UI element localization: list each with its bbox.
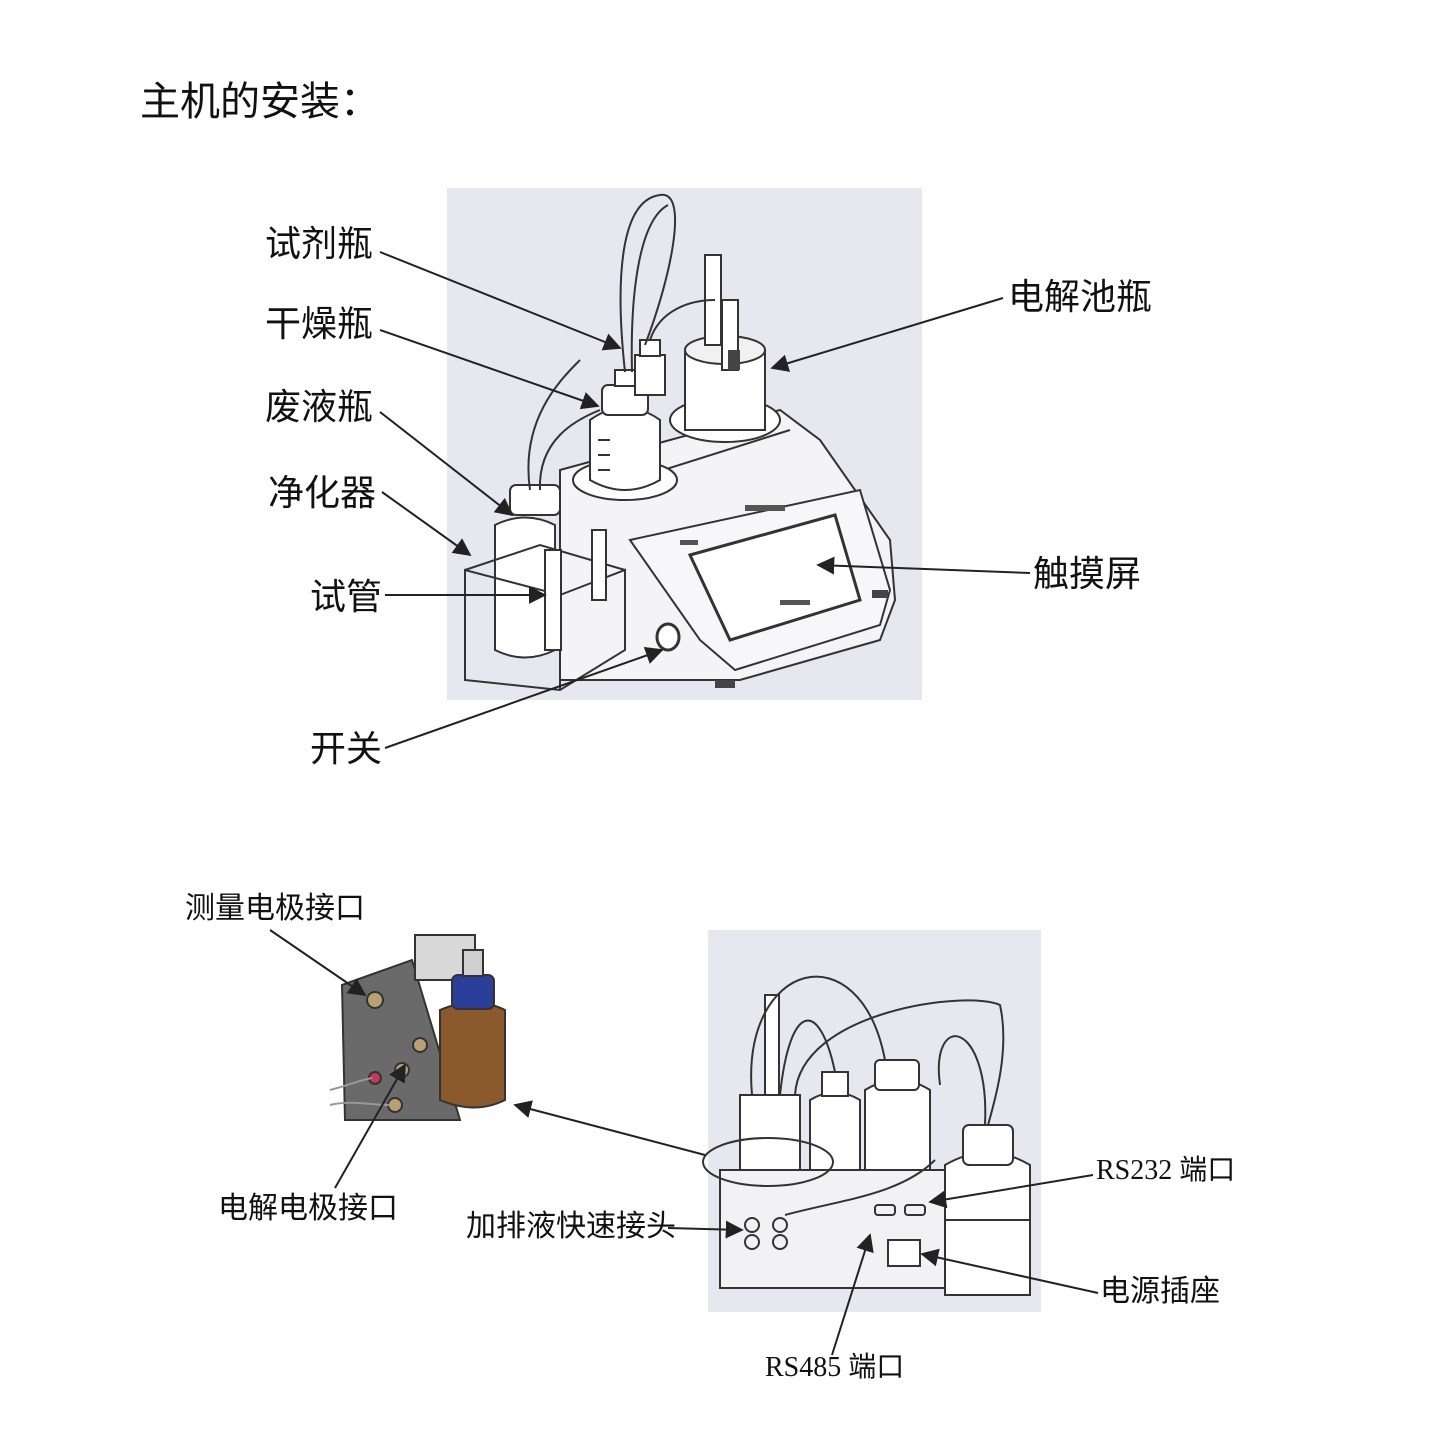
arrow-rs232 xyxy=(928,1174,1094,1209)
electrode-closeup xyxy=(329,934,506,1121)
arrow-waste xyxy=(379,411,514,517)
arrow-rs485 xyxy=(831,1233,874,1356)
label-waste-bottle: 废液瓶 xyxy=(265,387,374,428)
label-rs485: RS485 端口 xyxy=(765,1352,905,1383)
blue-cap xyxy=(451,974,495,1010)
label-reagent-bottle: 试剂瓶 xyxy=(265,224,374,265)
arrow-electrolysis-electrode xyxy=(334,1063,406,1189)
label-purifier: 净化器 xyxy=(268,473,377,514)
power-socket-shape xyxy=(887,1239,921,1267)
power-switch-shape xyxy=(655,622,681,652)
test-tube-shape xyxy=(544,549,562,651)
label-cell-bottle: 电解池瓶 xyxy=(1008,277,1153,318)
touch-screen-shape xyxy=(687,513,862,642)
label-drying-bottle: 干燥瓶 xyxy=(265,304,374,345)
tubing xyxy=(619,193,677,373)
label-quick-connector: 加排液快速接头 xyxy=(466,1209,676,1244)
arrow-power-socket xyxy=(920,1248,1099,1294)
bottom-leader-lines xyxy=(269,929,1099,1356)
label-switch: 开关 xyxy=(310,729,383,770)
rear-waste-bottle xyxy=(944,1151,1031,1296)
amber-bottle xyxy=(439,1001,506,1109)
arrow-quick-connector xyxy=(667,1220,744,1239)
titrator-drawing xyxy=(464,193,897,692)
arrow-closeup xyxy=(513,1100,706,1156)
highlight-ellipse xyxy=(702,1137,834,1187)
arrow-purifier xyxy=(381,491,472,557)
arrow-reagent xyxy=(379,251,622,351)
arrow-cell xyxy=(770,297,1004,372)
rear-view-drawing xyxy=(702,975,1031,1296)
label-measure-electrode: 测量电极接口 xyxy=(185,891,365,926)
label-rs232: RS232 端口 xyxy=(1096,1155,1236,1186)
top-leader-lines xyxy=(379,251,1031,749)
arrow-screen xyxy=(816,556,1031,575)
page-title: 主机的安装： xyxy=(140,79,380,125)
arrow-measure-electrode xyxy=(269,929,367,997)
label-touch-screen: 触摸屏 xyxy=(1033,554,1142,595)
arrow-switch xyxy=(384,646,664,749)
rear-base xyxy=(719,1169,946,1289)
label-power-socket: 电源插座 xyxy=(1100,1274,1220,1309)
label-electrolysis-electrode: 电解电极接口 xyxy=(218,1191,398,1226)
label-test-tube: 试管 xyxy=(310,577,383,618)
arrow-drying xyxy=(379,329,600,410)
drying-bottle-shape xyxy=(589,406,661,491)
